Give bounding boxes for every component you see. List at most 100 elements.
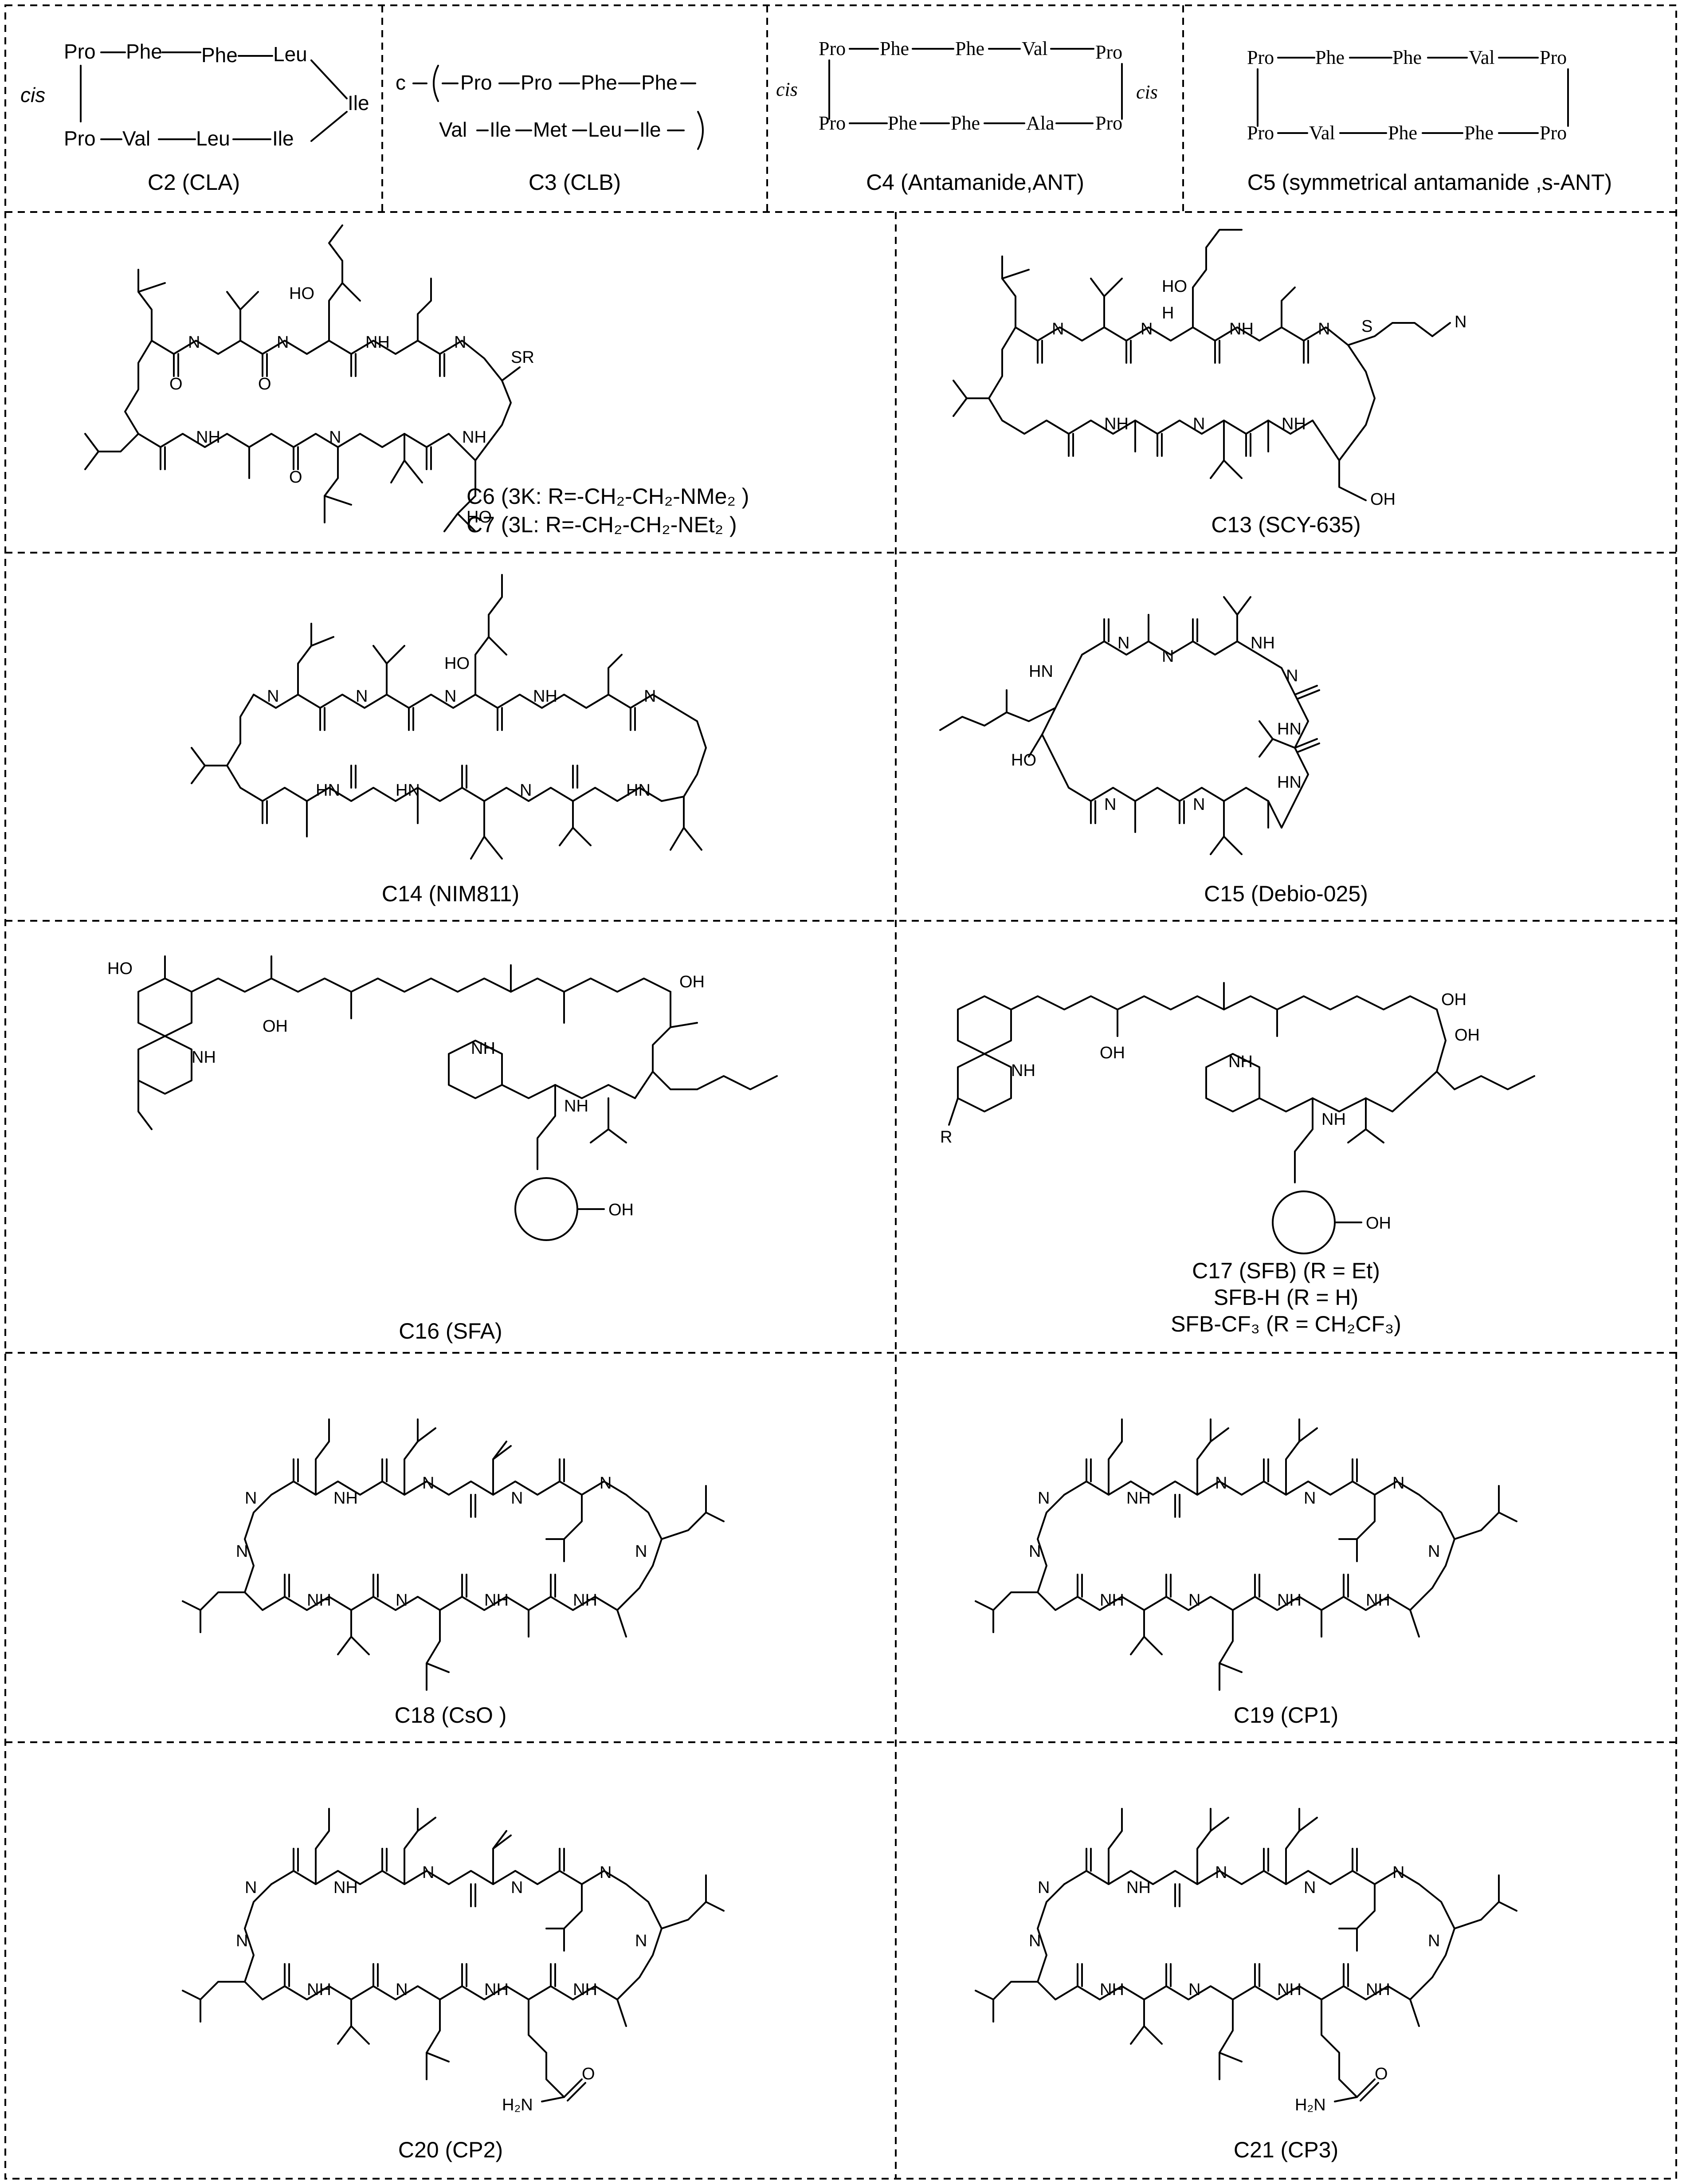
c21-n-label-1: N [1038, 1878, 1050, 1897]
c19-n-label-3: N [1304, 1489, 1316, 1508]
c13-s-label: S [1361, 317, 1372, 336]
cell-c16: HO OH OH NH NH NH OH C16 (SFA) [5, 921, 896, 1353]
caption-c4: C4 (Antamanide,ANT) [866, 170, 1084, 195]
c17-structure: OH OH OH NH NH NH R OH [940, 982, 1535, 1254]
c3-res-top-1: Pro [460, 71, 492, 94]
c6-n-label-2: N [277, 333, 289, 352]
c17-nh-label-3: NH [1321, 1110, 1346, 1129]
c13-n-label-4: N [1193, 415, 1205, 433]
c16-oh-label-1: OH [263, 1017, 288, 1036]
c15-n-label-1: N [1117, 634, 1129, 652]
c2-res-bot-3: Leu [196, 127, 230, 150]
cell-c20: N NH N N N N N NH N NH NH H₂N O C20 (CP2… [5, 1742, 896, 2179]
c4-res-top-2: Phe [880, 38, 909, 59]
caption-c14: C14 (NIM811) [381, 881, 520, 906]
c6-o-label-3: O [289, 468, 302, 487]
c15-hn-label-2: HN [1277, 773, 1302, 792]
c4-cis-right: cis [1136, 81, 1158, 103]
c14-n-label-5: N [520, 781, 532, 800]
c19-hn-label-3: NH [1366, 1591, 1390, 1610]
outer-border [4, 4, 1677, 2180]
c5-res-bot-3: Phe [1388, 122, 1417, 144]
c4-res-top-1: Pro [819, 38, 846, 59]
c18-structure: N NH N N N N N NH N NH NH [182, 1418, 725, 1691]
cell-c15: HO N N NH N HN HN HN N N C15 (Debio-025) [896, 553, 1676, 921]
c5-res-top-1: Pro [1247, 47, 1274, 68]
c13-n-label-side: N [1455, 313, 1466, 331]
c13-oh-label: OH [1370, 490, 1396, 509]
c6-nh-label-1: NH [365, 333, 390, 352]
c17-nh-label: NH [1011, 1061, 1035, 1080]
c13-nh-label-1: NH [1229, 320, 1254, 338]
c4-sequence-diagram: Pro Phe Phe Val Pro cis cis Pro Phe Phe … [776, 38, 1158, 134]
c20-amide-o: O [582, 2065, 595, 2083]
c4-res-bot-5: Pro [1095, 112, 1122, 134]
c3-res-top-4: Phe [641, 71, 678, 94]
c18-nh-label-1: NH [333, 1489, 358, 1508]
c21-structure: N NH N N N N N NH N NH NH H₂N O [975, 1808, 1517, 2114]
c21-amide-o: O [1375, 2065, 1388, 2083]
cell-c6-c7: HO SR HO N N NH N NH N NH O O O C6 (3K: … [5, 212, 896, 553]
c15-n-label-5: N [1193, 795, 1205, 814]
c19-n-label-5: N [1428, 1542, 1440, 1561]
c21-n-label-4: N [1392, 1863, 1404, 1882]
cell-c3: c Pro Pro Phe Phe Val Ile Met Leu Ile C3… [382, 5, 767, 212]
c18-hn-label-2: NH [484, 1591, 509, 1610]
c17-nh-label-2: NH [1228, 1053, 1253, 1071]
c6-ho-label: HO [289, 284, 314, 303]
caption-c20: C20 (CP2) [398, 2137, 503, 2162]
c3-res-top-2: Pro [521, 71, 553, 94]
c21-n-label-2: N [1215, 1863, 1227, 1882]
c20-n-label-3: N [511, 1878, 523, 1897]
c3-res-bot-3: Met [533, 118, 567, 141]
c3-res-bot-4: Leu [588, 118, 622, 141]
c19-n-label-2: N [1215, 1474, 1227, 1493]
c20-n-label-2: N [422, 1863, 434, 1882]
cell-c13: HO H S N OH N N NH N NH N NH C13 (SCY-63… [896, 212, 1676, 553]
c3-res-top-3: Phe [581, 71, 617, 94]
c21-n-label-7: N [1188, 1980, 1200, 1999]
caption-c16: C16 (SFA) [399, 1319, 502, 1343]
c3-left-paren [433, 65, 439, 102]
c3-res-bot-2: Ile [490, 118, 511, 141]
c5-res-bot-1: Pro [1247, 122, 1274, 144]
c2-res-bot-1: Pro [64, 127, 96, 150]
caption-c6: C6 (3K: R=-CH₂-CH₂-NMe₂ ) [467, 484, 749, 509]
c6-sr-label: SR [511, 348, 534, 367]
c20-structure: N NH N N N N N NH N NH NH H₂N O [182, 1808, 725, 2114]
c18-n-label-2: N [422, 1474, 434, 1493]
c15-hn-label-1: HN [1277, 720, 1302, 738]
caption-c17: C17 (SFB) (R = Et) [1192, 1258, 1380, 1283]
c2-res-top-2: Phe [126, 40, 162, 63]
c20-hn-label-3: NH [573, 1980, 597, 1999]
c4-res-bot-4: Ala [1026, 112, 1055, 134]
caption-sfb-h: SFB-H (R = H) [1213, 1285, 1359, 1310]
c13-hn-label-2: NH [1282, 415, 1306, 433]
c15-n-label-4: N [1104, 795, 1116, 814]
cell-c21: N NH N N N N N NH N NH NH H₂N O C21 (CP3… [896, 1742, 1676, 2179]
c5-res-bot-2: Val [1309, 122, 1335, 144]
c18-n-label-1: N [245, 1489, 257, 1508]
c5-res-bot-5: Pro [1540, 122, 1567, 144]
c4-res-top-4: Val [1022, 38, 1048, 59]
cell-c17: OH OH OH NH NH NH R OH C17 (SFB) (R = Et… [896, 921, 1676, 1353]
cell-c19: N NH N N N N N NH N NH NH C19 (CP1) [896, 1353, 1676, 1742]
c4-res-bot-2: Phe [888, 112, 917, 134]
c2-sequence-diagram: Pro Phe Phe Leu Ile cis Pro Val Leu Ile [20, 40, 369, 150]
c17-r-label: R [940, 1128, 952, 1147]
c17-oh-label-1: OH [1441, 990, 1466, 1009]
cell-c4: Pro Phe Phe Val Pro cis cis Pro Phe Phe … [767, 5, 1183, 212]
caption-c7: C7 (3L: R=-CH₂-CH₂-NEt₂ ) [467, 512, 737, 537]
c6-o-label-1: O [169, 375, 183, 393]
c15-structure: HO N N NH N HN HN HN N N [939, 596, 1320, 855]
c21-hn-label-3: NH [1366, 1980, 1390, 1999]
c13-n-label-1: N [1052, 320, 1064, 338]
c14-ho-label: HO [444, 654, 470, 673]
c3-res-bot-1: Val [439, 118, 467, 141]
c5-sequence-diagram: Pro Phe Phe Val Pro Pro Val Phe Phe Pro [1247, 47, 1569, 144]
c3-prefix: c [396, 71, 406, 94]
cell-c5: Pro Phe Phe Val Pro Pro Val Phe Phe Pro … [1183, 5, 1676, 212]
c19-nh-label-1: NH [1126, 1489, 1151, 1508]
